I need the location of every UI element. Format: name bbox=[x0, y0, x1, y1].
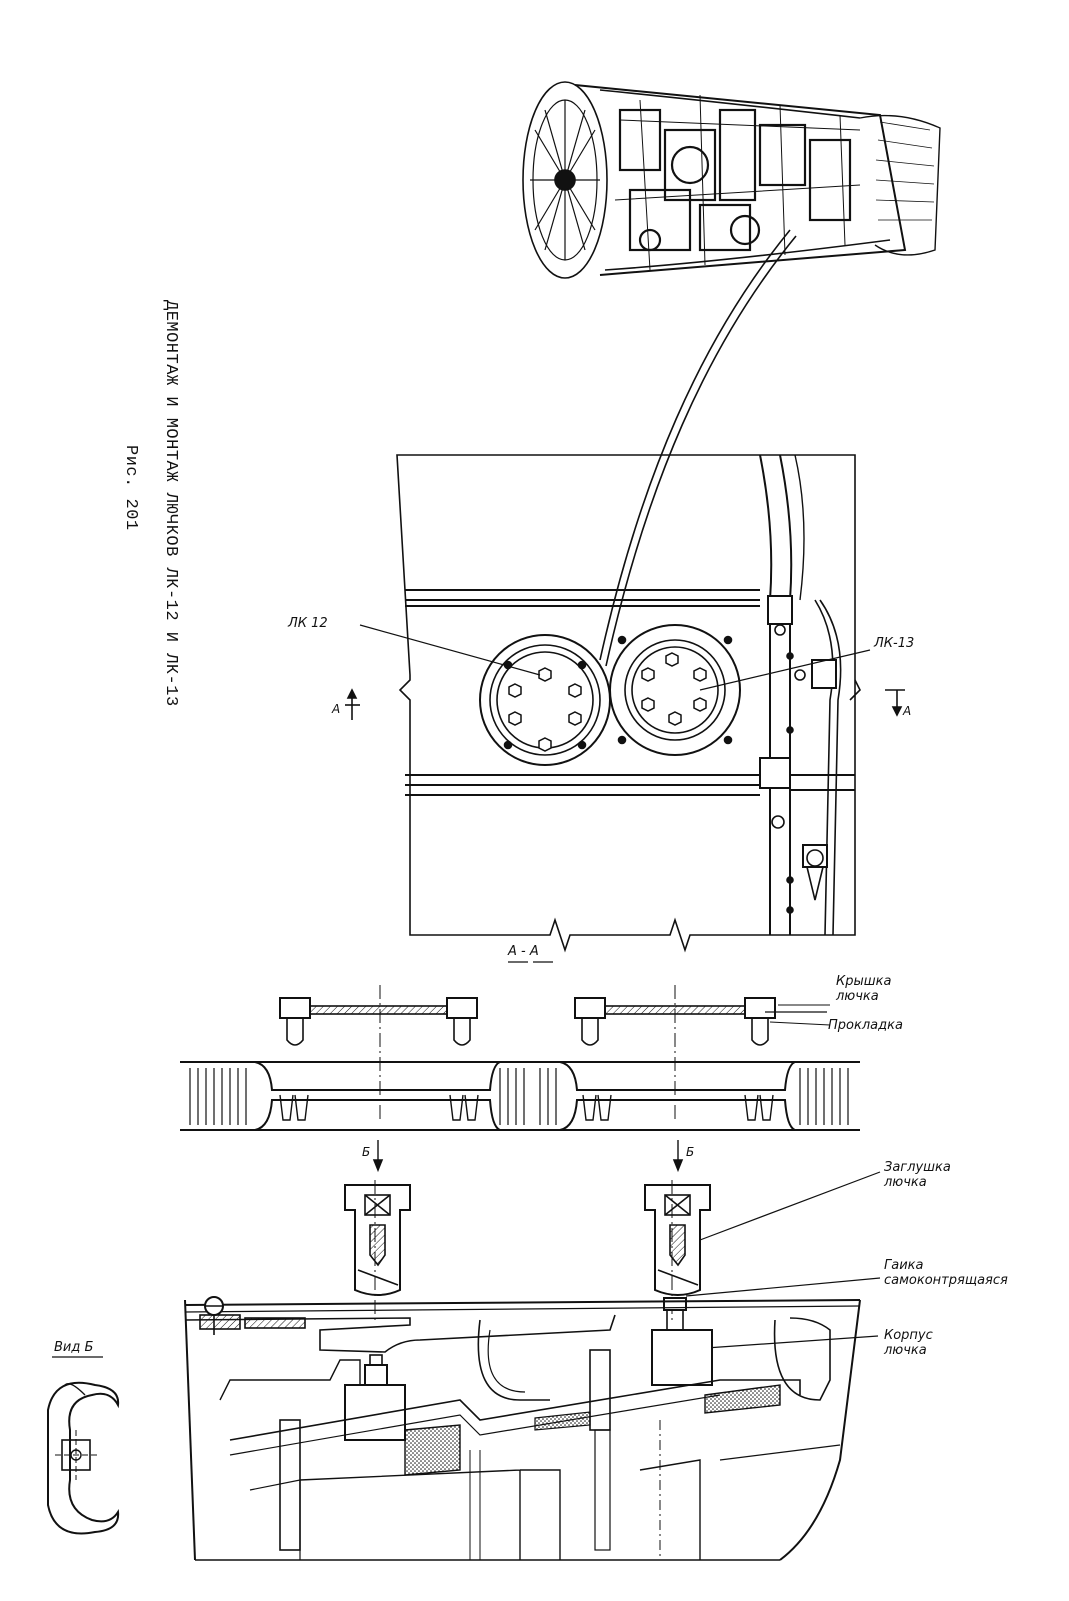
cover-left bbox=[279, 997, 478, 1046]
label-view-b-title: Вид Б bbox=[54, 1340, 94, 1355]
label-nut-line1: Гаика bbox=[884, 1258, 924, 1273]
label-plug-line1: Заглушка bbox=[884, 1160, 951, 1175]
label-cover-line1: Крышка bbox=[836, 974, 892, 989]
label-section-aa: А - А bbox=[508, 944, 539, 959]
label-section-a-left: А bbox=[332, 702, 341, 716]
leader-curve bbox=[599, 229, 791, 661]
label-plug: Заглушка лючка bbox=[884, 1160, 951, 1190]
leader-curve-2 bbox=[605, 235, 797, 667]
view-b-drawing bbox=[47, 1356, 120, 1535]
label-lk13: ЛК-13 bbox=[874, 636, 915, 651]
plug-left bbox=[344, 1184, 411, 1296]
engine-illustration bbox=[522, 81, 941, 279]
section-aa bbox=[180, 985, 881, 1561]
label-body-line2: лючка bbox=[884, 1343, 927, 1358]
label-body: Корпус лючка bbox=[884, 1328, 933, 1358]
label-body-line1: Корпус bbox=[884, 1328, 933, 1343]
label-plug-line2: лючка bbox=[884, 1175, 927, 1190]
label-view-b-left: Б bbox=[362, 1145, 371, 1159]
hatch-lk12 bbox=[479, 634, 611, 766]
hatch-lk13 bbox=[609, 624, 741, 756]
label-gasket: Прокладка bbox=[828, 1018, 903, 1033]
label-nut: Гаика самоконтрящаяся bbox=[884, 1258, 1008, 1288]
label-cover: Крышка лючка bbox=[836, 974, 891, 1004]
label-view-b-right: Б bbox=[686, 1145, 695, 1159]
label-lk12: ЛК 12 bbox=[288, 616, 328, 631]
label-nut-line2: самоконтрящаяся bbox=[884, 1273, 1008, 1288]
label-cover-line2: лючка bbox=[836, 989, 879, 1004]
plug-right bbox=[644, 1184, 711, 1296]
panel-view bbox=[345, 454, 905, 953]
label-section-a-right: А bbox=[903, 704, 912, 718]
